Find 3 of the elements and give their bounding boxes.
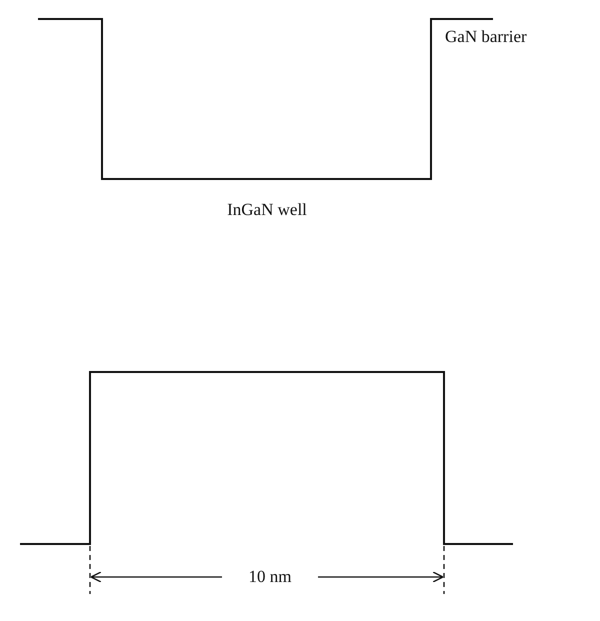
layer-label: InGaN well	[227, 200, 307, 220]
layer-label: GaN barrier	[445, 27, 527, 47]
dimension-label: 10 nm	[248, 567, 292, 587]
